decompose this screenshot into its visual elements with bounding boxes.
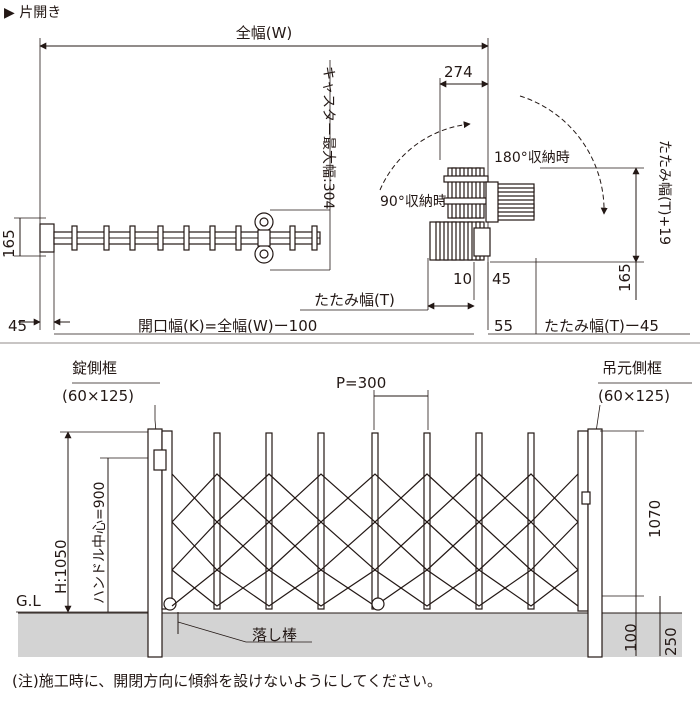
plan-picket bbox=[235, 225, 242, 251]
lock-frame-label: 錠側框 bbox=[72, 359, 117, 377]
swing-arc-180 bbox=[519, 95, 608, 215]
folded-stack-90 bbox=[443, 167, 489, 219]
handle bbox=[153, 449, 167, 471]
plan-view-open: 全幅(W) キャスター最大幅:304 165 bbox=[0, 24, 489, 335]
gate-picket bbox=[475, 432, 483, 610]
stack90-rail bbox=[443, 175, 489, 183]
stack0-slat bbox=[443, 221, 449, 261]
plan-picket bbox=[157, 225, 164, 251]
plan-picket bbox=[289, 225, 296, 251]
gate-picket bbox=[423, 432, 431, 610]
elevation-view: 錠側框 (60×125) P=300 吊元側框 (60×125) H:1050 … bbox=[16, 359, 692, 658]
stack180-post bbox=[485, 181, 499, 223]
swing-arc-90 bbox=[379, 121, 471, 191]
drop-rod-label: 落し棒 bbox=[252, 626, 297, 644]
gate-lattice bbox=[171, 473, 579, 607]
dim-45-right-label: 45 bbox=[492, 270, 511, 288]
folded-stack-closed bbox=[429, 221, 491, 261]
hinge-bracket bbox=[581, 491, 591, 505]
dim-250-label: 250 bbox=[662, 627, 680, 656]
hinge-post-plan bbox=[473, 227, 491, 257]
page-title: ▶ 片開き bbox=[4, 5, 61, 21]
dim-165-left-label: 165 bbox=[0, 229, 18, 258]
plan-picket bbox=[71, 225, 78, 251]
center-caster bbox=[371, 597, 385, 611]
hinge-side-leaf-post bbox=[577, 430, 589, 612]
caster-top-hub bbox=[259, 217, 269, 227]
stack0-slat bbox=[435, 221, 441, 261]
stack90-slat bbox=[467, 167, 473, 219]
gate-picket bbox=[265, 432, 273, 610]
lattice-line bbox=[171, 569, 579, 607]
stack90-slat bbox=[475, 167, 481, 219]
hinge-frame-label: 吊元側框 bbox=[602, 359, 662, 377]
folded-width-label: たたみ幅(T) bbox=[314, 291, 395, 309]
dim-274-label: 274 bbox=[444, 63, 473, 81]
stack0-slat bbox=[467, 221, 473, 261]
folded-stack-180 bbox=[485, 181, 535, 223]
stack0-slat bbox=[459, 221, 465, 261]
plan-picket bbox=[311, 225, 318, 251]
dim-1070-label: 1070 bbox=[646, 500, 664, 538]
pitch-label: P=300 bbox=[336, 374, 386, 392]
gate-picket bbox=[317, 432, 325, 610]
lock-frame-leader bbox=[154, 405, 157, 433]
caster-bottom-hub bbox=[259, 249, 269, 259]
ground-level-label: G.L bbox=[16, 592, 41, 610]
lock-post-plan bbox=[39, 223, 55, 253]
plan-picket bbox=[103, 225, 110, 251]
plan-picket bbox=[129, 225, 136, 251]
opening-width-label: 開口幅(K)=全幅(W)ー100 bbox=[138, 317, 317, 335]
plan-picket bbox=[209, 225, 216, 251]
stack0-slat bbox=[451, 221, 457, 261]
dim-165-right-label: 165 bbox=[616, 263, 634, 292]
stack90-slat bbox=[451, 167, 457, 219]
ground bbox=[18, 613, 682, 657]
lock-caster bbox=[163, 597, 177, 611]
open-gate-pickets bbox=[71, 225, 318, 251]
dim-45-left-label: 45 bbox=[8, 317, 27, 335]
hinge-frame-size: (60×125) bbox=[598, 387, 670, 405]
dim-100-label: 100 bbox=[622, 623, 640, 652]
gate-picket bbox=[371, 432, 379, 610]
drop-rod-leader bbox=[177, 621, 312, 643]
height-label: H:1050 bbox=[52, 539, 70, 594]
hinge-frame-leader bbox=[595, 404, 601, 433]
gate-picket bbox=[213, 432, 221, 610]
lattice-line bbox=[171, 521, 579, 571]
footer-note: (注)施工時に、開閉方向に傾斜を設けないようにしてください。 bbox=[12, 672, 442, 690]
stack90-rail bbox=[443, 197, 489, 205]
gate-pickets bbox=[213, 432, 535, 610]
lock-frame-size: (60×125) bbox=[62, 387, 134, 405]
stack90-slat bbox=[459, 167, 465, 219]
dim-55-label: 55 bbox=[494, 317, 513, 335]
overall-width-label: 全幅(W) bbox=[236, 24, 293, 42]
gate-picket bbox=[527, 432, 535, 610]
lattice-line bbox=[171, 473, 579, 523]
plan-view-folded: 274 180°収納時 90°収納時 bbox=[300, 63, 690, 335]
folded-plus-label: たたみ幅(T)+19 bbox=[656, 140, 672, 245]
hinge-side-frame bbox=[587, 428, 603, 658]
plan-picket bbox=[183, 225, 190, 251]
stored-90-label: 90°収納時 bbox=[380, 194, 447, 210]
stored-180-label: 180°収納時 bbox=[494, 150, 570, 166]
dim-10-label: 10 bbox=[453, 270, 472, 288]
caster-bracket bbox=[257, 229, 271, 247]
folded-minus-label: たたみ幅(T)ー45 bbox=[544, 317, 659, 335]
handle-center-label: ハンドル中心=900 bbox=[92, 482, 108, 604]
caster-max-width-label: キャスター最大幅:304 bbox=[320, 66, 336, 210]
